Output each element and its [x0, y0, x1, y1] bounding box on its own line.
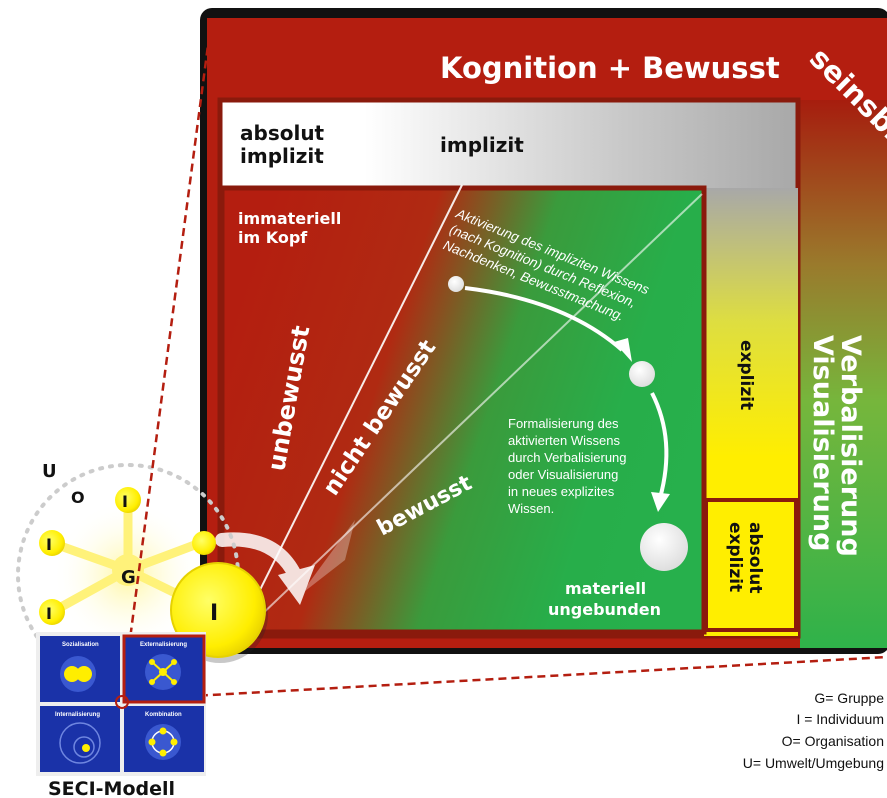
immateriell-line2: im Kopf [238, 228, 308, 247]
seci-externalisierung-label: Externalisierung [140, 642, 187, 648]
start-dot [448, 276, 464, 292]
formalisierung-note: Formalisierung des aktivierten Wissens d… [508, 416, 627, 516]
formalisierung-line3: durch Verbalisierung [508, 450, 627, 465]
legend-umwelt: U= Umwelt/Umgebung [743, 755, 884, 771]
absolut-explizit-line2: explizit [725, 522, 745, 592]
network-label-g: G [121, 567, 136, 588]
network-label-u: U [42, 461, 57, 482]
explizit-label: explizit [736, 340, 756, 410]
node-i-right-edge [192, 531, 216, 555]
process-arrows [448, 276, 688, 571]
formalisierung-line1: Formalisierung des [508, 416, 619, 431]
formalisierung-line6: Wissen. [508, 501, 554, 516]
big-curved-arrow [215, 520, 355, 605]
seci-internalisierung: Internalisierung [40, 706, 120, 772]
seci-kombination-label: Kombination [145, 712, 182, 718]
seci-externalisierung: Externalisierung [122, 634, 206, 704]
middle-dot [629, 361, 655, 387]
seci-sozialisation: Sozialisation [40, 636, 120, 702]
legend: G= Gruppe I = Individuum O= Organisation… [743, 690, 884, 771]
absolut-implizit-line1: absolut [240, 121, 325, 145]
legend-individuum: I = Individuum [796, 711, 884, 727]
legend-organisation: O= Organisation [782, 733, 884, 749]
network-label-i-top: I [122, 492, 128, 511]
seci-model: Sozialisation Externalisierung Internali… [36, 632, 206, 798]
network-label-i-bottom: I [46, 604, 52, 623]
formalisierung-line2: aktivierten Wissens [508, 433, 620, 448]
end-dot [640, 523, 688, 571]
network-label-i-left: I [46, 535, 52, 554]
implizit-label: implizit [440, 133, 524, 157]
materiell-line1: materiell [565, 579, 646, 598]
individual-label: I [210, 601, 218, 626]
verbalisierung-label: Verbalisierung [835, 335, 866, 557]
materiell-line2: ungebunden [548, 600, 661, 619]
diagonal-line-unbewusst [234, 184, 463, 641]
absolut-explizit-line1: absolut [745, 522, 765, 594]
immateriell-zone [219, 185, 707, 635]
legend-gruppe: G= Gruppe [814, 690, 884, 706]
formalisierung-line5: in neues explizites [508, 484, 615, 499]
seci-sozialisation-label: Sozialisation [62, 642, 99, 648]
node-i-bottom [39, 599, 65, 625]
formalisierung-line4: oder Visualisierung [508, 467, 618, 482]
header-kognition: Kognition + Bewusst [440, 51, 780, 85]
node-i-left [39, 530, 65, 556]
seci-kombination: Kombination [124, 706, 204, 772]
visualisierung-label: Visualisierung [807, 335, 838, 551]
node-i-top [115, 487, 141, 513]
seci-internalisierung-label: Internalisierung [55, 712, 100, 718]
immateriell-line1: immateriell [238, 209, 341, 228]
network-label-o: O [71, 488, 85, 507]
seci-title: SECI-Modell [48, 778, 175, 798]
absolut-implizit-line2: implizit [240, 144, 324, 168]
zoom-lines [120, 29, 887, 702]
